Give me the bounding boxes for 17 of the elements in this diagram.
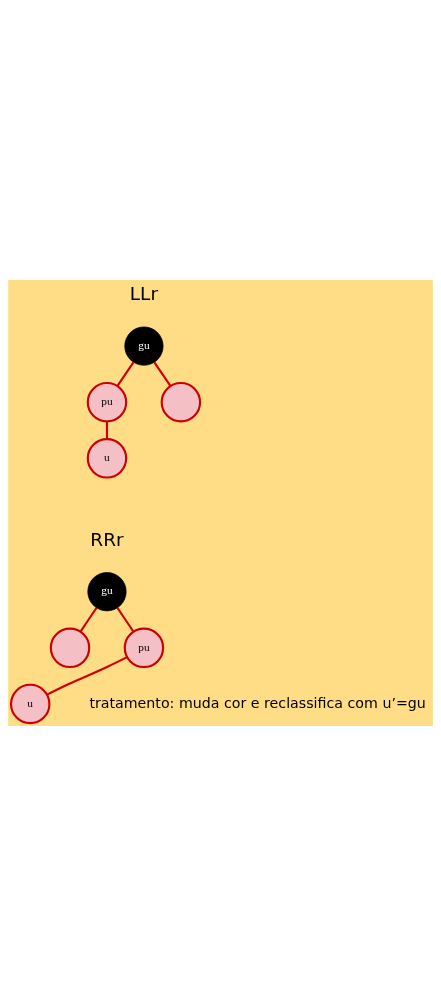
label: LLr xyxy=(129,282,159,304)
label: tratamento: muda cor e reclassifica com u’=gu xyxy=(89,694,426,711)
node-circle xyxy=(160,381,202,422)
connector xyxy=(79,606,98,632)
connector xyxy=(116,361,135,387)
connector xyxy=(105,420,109,439)
connector xyxy=(116,606,135,632)
node-circle: pu xyxy=(86,381,128,422)
node-circle: gu xyxy=(124,326,164,366)
connector xyxy=(153,361,172,387)
node-circle: u xyxy=(86,437,128,479)
label: RRr xyxy=(90,528,124,550)
connector xyxy=(46,655,128,696)
node-circle: gu xyxy=(87,571,127,611)
node-circle: pu xyxy=(123,627,165,668)
node-circle: u xyxy=(9,683,51,724)
node-circle xyxy=(49,627,91,668)
